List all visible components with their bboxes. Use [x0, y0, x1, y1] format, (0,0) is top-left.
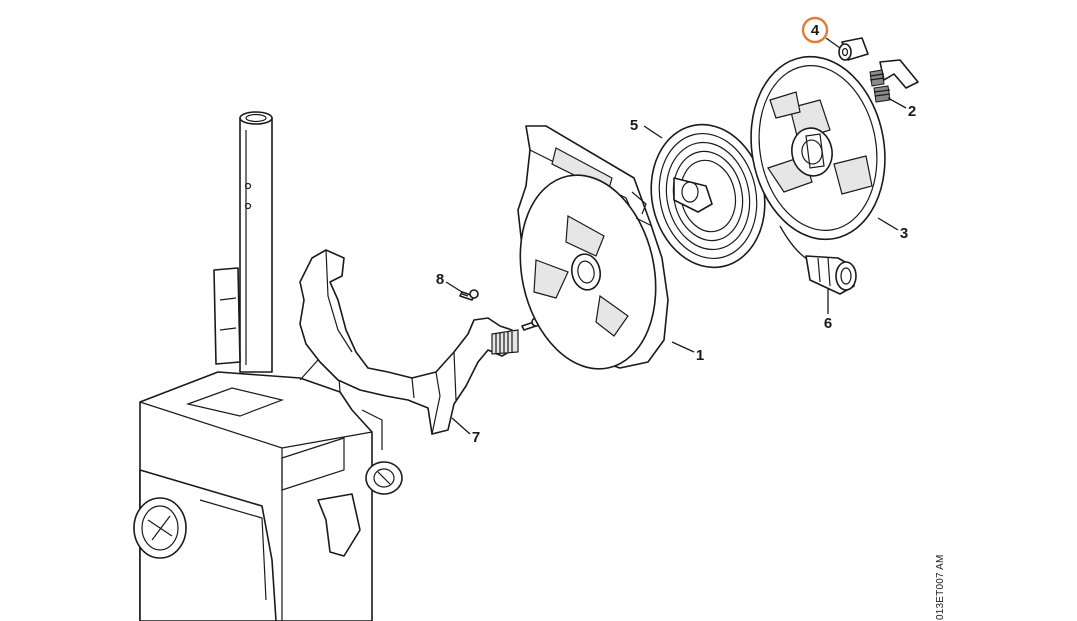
part-1-cover: [517, 125, 669, 370]
highlight-ring: [801, 16, 829, 44]
callout-5[interactable]: 5: [630, 117, 638, 134]
part-6-rope-grip: [779, 225, 857, 295]
part-5-spring: [650, 123, 766, 269]
part-2-pawl: [869, 59, 919, 103]
leader-lines: [445, 37, 907, 435]
callout-3[interactable]: 3: [900, 225, 908, 242]
callout-8[interactable]: 8: [436, 271, 444, 288]
part-7-bracket: [299, 249, 519, 435]
part-3-rotor: [750, 55, 886, 241]
callout-numbers: 4 2 3 5 6 1 7 8: [436, 16, 916, 446]
callout-2[interactable]: 2: [908, 103, 916, 120]
callout-7[interactable]: 7: [472, 429, 480, 446]
callout-1[interactable]: 1: [696, 347, 704, 364]
part-4-bushing: [838, 37, 869, 61]
reference-code: 013ET007 AM: [921, 554, 946, 620]
callout-4[interactable]: 4: [811, 22, 820, 39]
callout-6[interactable]: 6: [824, 315, 832, 332]
reference-code-text: 013ET007 AM: [935, 554, 946, 620]
machine-housing: [133, 111, 403, 621]
